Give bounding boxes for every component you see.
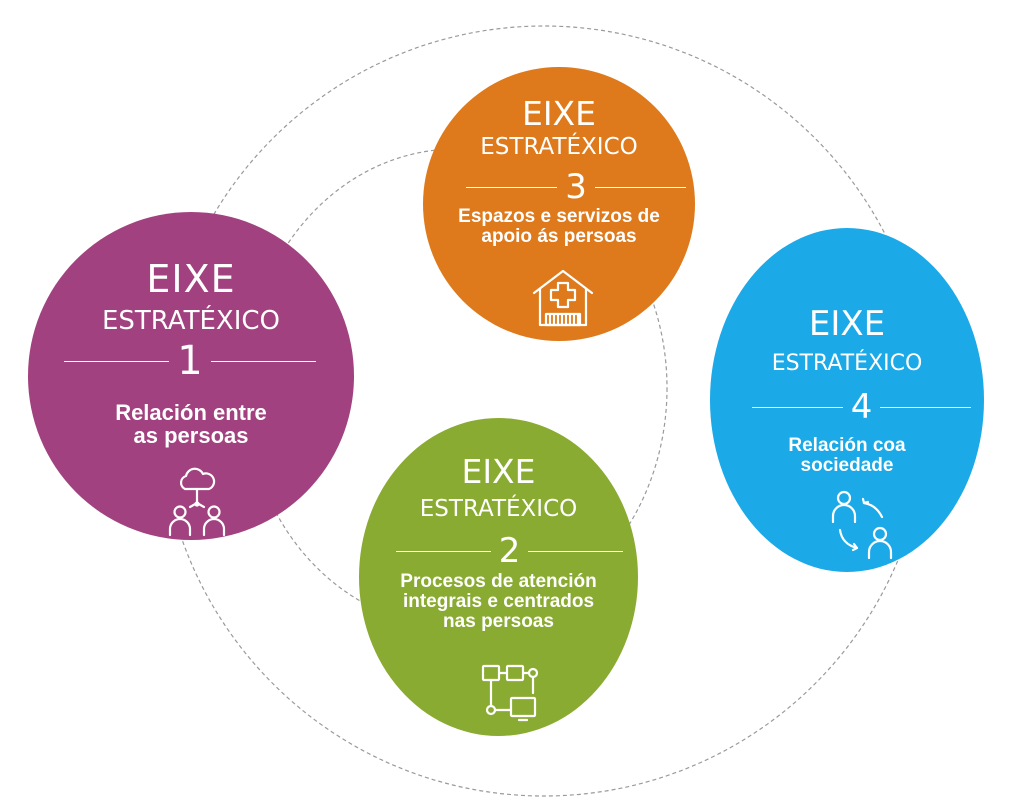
description-line: Relación entre xyxy=(115,400,267,425)
axis-3-number-row: 3 xyxy=(466,167,687,207)
axis-1-title-word: EIXE xyxy=(146,257,236,301)
description-line: as persoas xyxy=(133,423,249,449)
divider-line xyxy=(528,550,624,552)
axis-4-subtitle: ESTRATÉXICO xyxy=(771,351,923,376)
axis-1-number-row: 1 xyxy=(64,338,317,384)
axis-1-subtitle: ESTRATÉXICO xyxy=(101,306,280,336)
divider-line xyxy=(466,186,558,188)
process-flow-icon xyxy=(481,664,539,722)
axis-4-number: 4 xyxy=(850,387,873,427)
description-line: Relación coa xyxy=(788,435,906,456)
description-line: nas persoas xyxy=(443,610,554,632)
axis-2-title-word: EIXE xyxy=(461,452,536,491)
divider-line xyxy=(64,360,170,362)
axis-4-circle: EIXE ESTRATÉXICO 4 Relación coa sociedad… xyxy=(710,228,984,572)
axis-4-number-row: 4 xyxy=(752,387,972,427)
description-line: Procesos de atención xyxy=(400,571,597,592)
axis-3-description: Espazos e servizos de apoio ás persoas xyxy=(423,207,695,247)
axis-1-number: 1 xyxy=(177,338,203,384)
axis-2-number-row: 2 xyxy=(396,531,624,571)
axis-2-description: Procesos de atención integrais e centrad… xyxy=(359,572,638,632)
axis-1-circle: EIXE ESTRATÉXICO 1 Relación entre as per… xyxy=(28,212,354,540)
description-line: integrais e centrados xyxy=(402,590,595,612)
axis-4-title-word: EIXE xyxy=(808,304,886,344)
axis-2-number: 2 xyxy=(498,531,521,571)
divider-line xyxy=(752,406,843,408)
axis-3-title-word: EIXE xyxy=(521,94,597,133)
description-line: apoio ás persoas xyxy=(481,225,637,247)
axis-3-circle: EIXE ESTRATÉXICO 3 Espazos e servizos de… xyxy=(423,67,695,341)
axis-4-description: Relación coa sociedade xyxy=(710,436,984,476)
axis-1-description: Relación entre as persoas xyxy=(28,401,354,447)
divider-line xyxy=(396,550,491,552)
divider-line xyxy=(210,360,317,362)
description-line: sociedade xyxy=(800,454,894,476)
health-building-icon xyxy=(532,269,594,327)
axis-3-subtitle: ESTRATÉXICO xyxy=(480,134,638,160)
divider-line xyxy=(880,406,972,408)
axis-2-circle: EIXE ESTRATÉXICO 2 Procesos de atención … xyxy=(359,418,638,736)
description-line: Espazos e servizos de xyxy=(458,206,660,227)
divider-line xyxy=(594,186,687,188)
people-exchange-icon xyxy=(831,490,893,560)
cloud-network-people-icon xyxy=(168,467,226,537)
axis-2-subtitle: ESTRATÉXICO xyxy=(419,496,578,522)
axis-3-number: 3 xyxy=(565,167,587,207)
